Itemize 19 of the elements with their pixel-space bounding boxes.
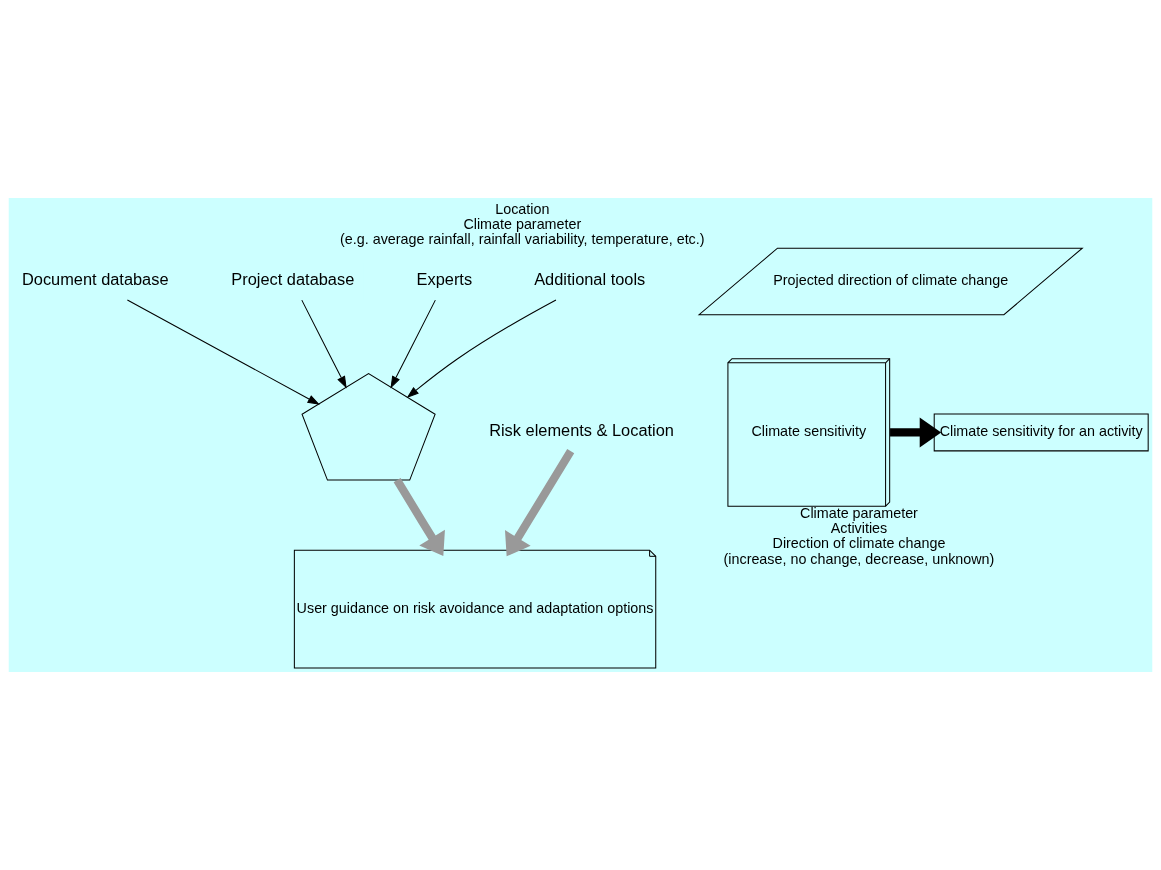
node-text: Risk elements & Location xyxy=(489,421,674,440)
arrow xyxy=(390,299,436,389)
node-box: Climate sensitivity for an activity xyxy=(933,413,1149,452)
node-text: Document database xyxy=(21,270,169,289)
arrow xyxy=(126,299,320,405)
arrow xyxy=(301,299,347,389)
arrow xyxy=(393,478,445,556)
node-label: Climate parameter xyxy=(800,504,918,521)
arrow xyxy=(406,299,557,399)
arrow xyxy=(890,417,942,448)
node-label: Location xyxy=(495,200,550,217)
node-text: Experts xyxy=(416,270,473,289)
node-label: (increase, no change, decrease, unknown) xyxy=(723,550,995,567)
node-text: Project database xyxy=(231,270,355,289)
node-label: Direction of climate change xyxy=(772,535,946,552)
node-label: Climate parameter xyxy=(463,215,582,232)
arrow xyxy=(504,449,575,557)
node-text: Additional tools xyxy=(534,270,646,289)
node-label: (e.g. average rainfall, rainfall variability, temperature, etc.) xyxy=(340,231,705,248)
